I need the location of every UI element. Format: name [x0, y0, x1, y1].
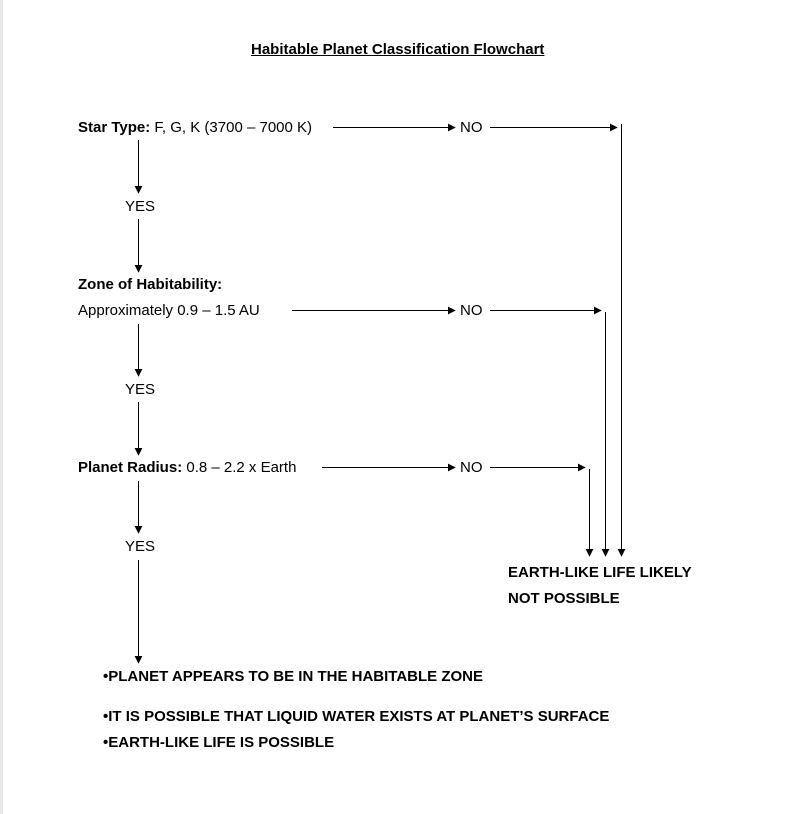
step-planet-radius-label: Planet Radius:	[78, 459, 183, 476]
step-star-type-label: Star Type:	[78, 119, 151, 136]
yes-label-star-type: YES	[125, 198, 156, 215]
no-label-radius: NO	[460, 459, 483, 476]
chart-title: Habitable Planet Classification Flowchar…	[251, 41, 545, 58]
positive-outcome-1: •PLANET APPEARS TO BE IN THE HABITABLE Z…	[103, 668, 483, 685]
positive-outcome-2: •IT IS POSSIBLE THAT LIQUID WATER EXISTS…	[103, 708, 610, 725]
no-label-star-type: NO	[460, 119, 483, 136]
step-star-type-criterion: F, G, K (3700 – 7000 K)	[154, 119, 313, 136]
step-zone-criterion: Approximately 0.9 – 1.5 AU	[78, 302, 260, 319]
page-edge	[0, 0, 3, 814]
step-zone-label: Zone of Habitability:	[78, 276, 223, 293]
step-star-type: Star Type: F, G, K (3700 – 7000 K)	[78, 119, 312, 137]
positive-outcome-3: •EARTH-LIKE LIFE IS POSSIBLE	[103, 734, 335, 751]
step-planet-radius: Planet Radius: 0.8 – 2.2 x Earth	[78, 459, 296, 477]
no-label-zone: NO	[460, 302, 483, 319]
negative-outcome-line1: EARTH-LIKE LIFE LIKELY	[508, 564, 692, 581]
yes-label-radius: YES	[125, 538, 156, 555]
yes-label-zone: YES	[125, 381, 156, 398]
negative-outcome-line2: NOT POSSIBLE	[508, 590, 620, 607]
step-planet-radius-criterion: 0.8 – 2.2 x Earth	[186, 459, 297, 476]
